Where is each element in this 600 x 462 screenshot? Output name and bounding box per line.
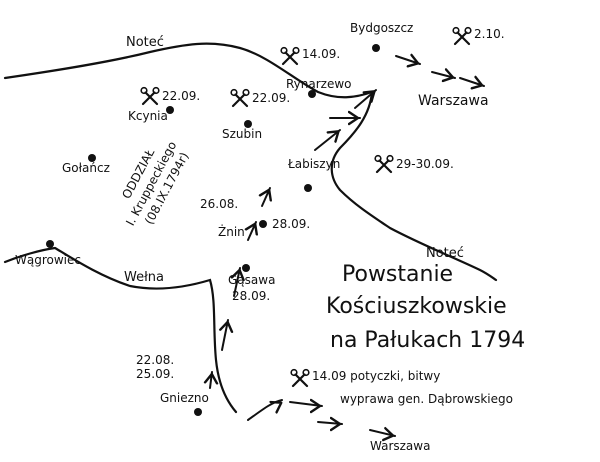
river-label-wetna: Wełna [124,270,164,285]
town-dot-labiszyn [304,184,312,192]
town-dots [46,44,380,416]
river-label-notec-south: Noteć [426,246,464,261]
place-kcynia: Kcynia [128,109,168,123]
date-kcynia: 22.09. [162,89,201,103]
river-notec-north [3,42,374,99]
place-wagrowiec: Wągrowiec [15,253,81,267]
town-dot-gasawa [242,264,250,272]
river-notec-east [330,90,498,282]
date-znin-a: 26.08. [200,197,239,211]
map-title-line2: Kościuszkowskie [326,294,507,319]
date-gasawa: 28.09. [232,289,271,303]
town-dot-gniezno [194,408,202,416]
town-dot-szubin [244,120,252,128]
town-dot-bydgoszcz [372,44,380,52]
date-gniezno-a: 22.08. [136,353,175,367]
route-lines [209,55,485,437]
map-title-line3: na Pałukach 1794 [330,328,526,353]
place-gasawa: Gąsawa [228,273,276,287]
place-znin: Żnin [218,225,245,239]
map-title-line1: Powstanie [342,262,454,287]
date-bydgoszcz: 2.10. [474,27,505,41]
crossed-swords-icon [290,368,310,388]
crossed-swords-icon [452,26,472,46]
destination-warszawa-south: Warszawa [370,439,431,453]
date-rynarzewo: 14.09. [302,47,341,61]
place-szubin: Szubin [222,127,263,141]
town-dot-rynarzewo [308,90,316,98]
legend-battles: 14.09 potyczki, bitwy [312,369,441,383]
date-gniezno-b: 25.09. [136,367,175,381]
river-wetna [3,246,238,414]
town-dot-golancz [88,154,96,162]
town-dot-znin [259,220,267,228]
place-bydgoszcz: Bydgoszcz [350,21,414,35]
date-znin-b: 28.09. [272,217,311,231]
place-rynarzewo: Rynarzewo [286,77,352,91]
crossed-swords-icon [230,88,250,108]
place-gniezno: Gniezno [160,391,209,405]
town-dot-wagrowiec [46,240,54,248]
destination-warszawa-north: Warszawa [418,93,489,109]
date-szubin: 22.09. [252,91,291,105]
river-label-notec-north: Noteć [126,35,164,50]
legend-expedition: wyprawa gen. Dąbrowskiego [340,392,513,406]
place-labiszyn: Łabiszyn [288,157,341,171]
date-labiszyn: 29-30.09. [396,157,454,171]
town-dot-kcynia [166,106,174,114]
place-golancz: Gołańcz [62,161,110,175]
crossed-swords-icon [140,86,160,106]
crossed-swords-icon [374,154,394,174]
crossed-swords-icon [280,46,300,66]
